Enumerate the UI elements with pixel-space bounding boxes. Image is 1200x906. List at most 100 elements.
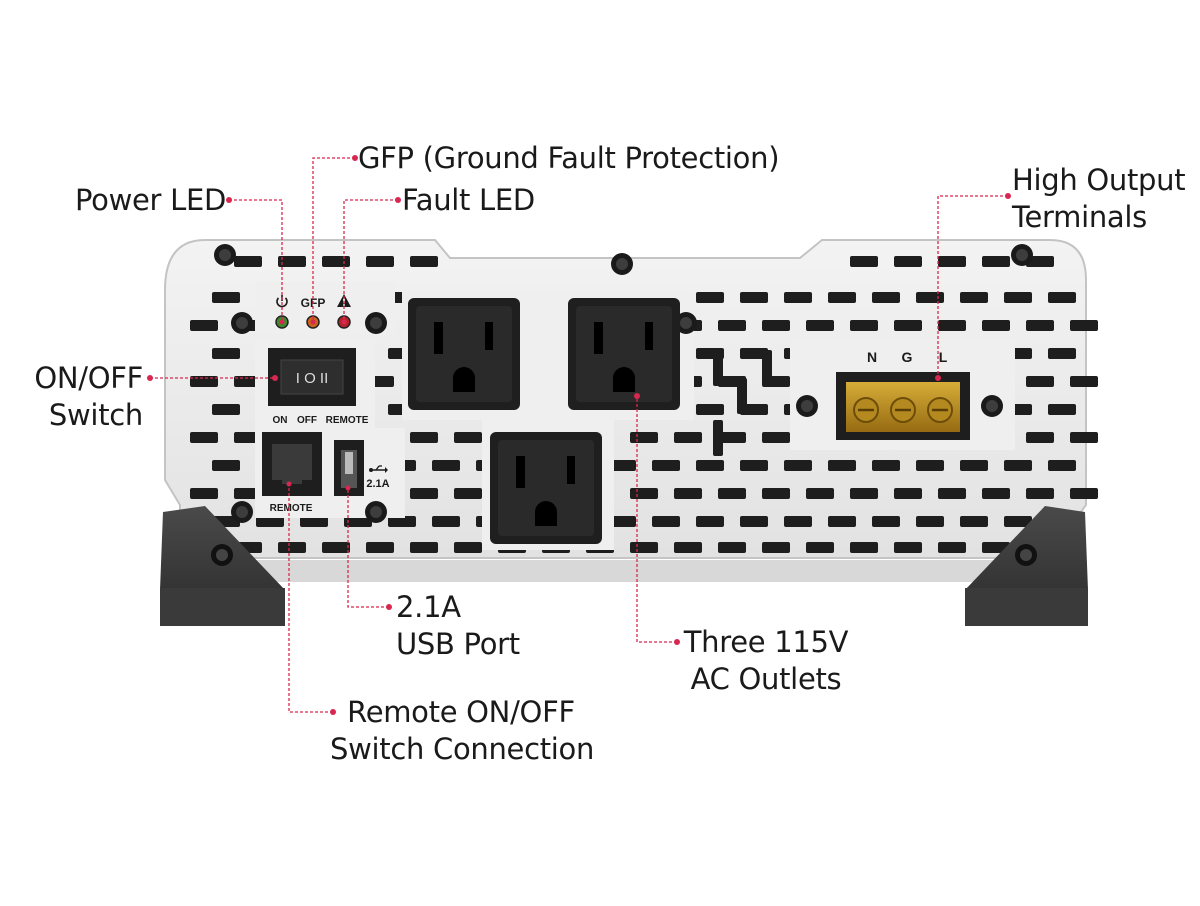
vent-slot bbox=[1026, 256, 1054, 267]
vent-slot bbox=[762, 488, 790, 499]
outlet-slot-neutral bbox=[594, 322, 603, 354]
terminal-l-label: L bbox=[939, 349, 948, 365]
vent-slot bbox=[608, 460, 636, 471]
callout-high-output-line1: High Output bbox=[1012, 163, 1186, 197]
vent-slot bbox=[1026, 320, 1054, 331]
vent-slot bbox=[784, 516, 812, 527]
ac-outlet[interactable] bbox=[408, 298, 520, 410]
vent-slot bbox=[674, 542, 702, 553]
vent-slot bbox=[762, 320, 790, 331]
vent-slot bbox=[718, 432, 746, 443]
vent-slot bbox=[872, 516, 900, 527]
vent-slot bbox=[916, 460, 944, 471]
outlet-slot-neutral bbox=[516, 456, 525, 488]
vent-slot bbox=[784, 292, 812, 303]
callout-on-off-line1: ON/OFF bbox=[34, 361, 143, 395]
vent-slot bbox=[1048, 348, 1076, 359]
vent-slot bbox=[322, 256, 350, 267]
screw-head bbox=[616, 258, 628, 270]
callout-on-off-line2: Switch bbox=[48, 398, 143, 432]
left-foot bbox=[160, 506, 285, 626]
vent-slot bbox=[938, 320, 966, 331]
vent-slot bbox=[410, 432, 438, 443]
vent-slot bbox=[278, 256, 306, 267]
outlet-ground-hole bbox=[453, 367, 475, 392]
vent-slot bbox=[1070, 488, 1098, 499]
terminal-g-label: G bbox=[902, 349, 913, 365]
high-output-terminal-block[interactable] bbox=[836, 372, 970, 440]
vent-slot bbox=[806, 542, 834, 553]
leader-dots bbox=[147, 155, 1011, 715]
callout-power-led-text: Power LED bbox=[74, 183, 226, 217]
vent-slot bbox=[806, 320, 834, 331]
ac-outlet[interactable] bbox=[490, 432, 602, 544]
outlet-slot-hot bbox=[645, 322, 653, 350]
vent-slot bbox=[1070, 432, 1098, 443]
vent-slot bbox=[652, 460, 680, 471]
vent-slot bbox=[960, 292, 988, 303]
vent-slot bbox=[696, 404, 724, 415]
vent-slot bbox=[212, 460, 240, 471]
vent-slot bbox=[1048, 292, 1076, 303]
vent-slot bbox=[828, 292, 856, 303]
leader-remote bbox=[288, 484, 333, 713]
outlet-ground-hole bbox=[613, 367, 635, 392]
vent-slot bbox=[894, 256, 922, 267]
vent-slot bbox=[256, 516, 284, 527]
remote-port[interactable] bbox=[262, 432, 322, 496]
vent-slot bbox=[696, 516, 724, 527]
screw-head bbox=[370, 506, 382, 518]
usb-rating-label: 2.1A bbox=[366, 478, 389, 490]
vent-slot bbox=[718, 488, 746, 499]
vent-slot bbox=[916, 516, 944, 527]
vent-slot bbox=[740, 292, 768, 303]
vent-slot bbox=[916, 292, 944, 303]
vent-slot bbox=[982, 320, 1010, 331]
callout-high-output: High Output Terminals bbox=[1012, 162, 1186, 236]
usb-icon bbox=[369, 465, 388, 473]
vent-slot bbox=[872, 292, 900, 303]
vent-slot bbox=[960, 516, 988, 527]
callout-power-led: Power LED bbox=[50, 182, 226, 219]
vent-slot bbox=[894, 488, 922, 499]
vent-slot bbox=[938, 256, 966, 267]
vent-slot bbox=[432, 516, 460, 527]
callout-gfp: GFP (Ground Fault Protection) bbox=[358, 140, 780, 177]
outlet-ground-hole bbox=[535, 501, 557, 526]
screw-head bbox=[1016, 249, 1028, 261]
switch-off-label: OFF bbox=[297, 415, 317, 426]
vent-slot bbox=[212, 348, 240, 359]
remote-port-label: REMOTE bbox=[270, 503, 313, 514]
vent-slot bbox=[828, 460, 856, 471]
vent-slot bbox=[850, 542, 878, 553]
leader-ac-outlets bbox=[636, 396, 677, 643]
callout-remote-line2: Switch Connection bbox=[330, 732, 595, 766]
vent-slot bbox=[190, 432, 218, 443]
vent-slot bbox=[190, 488, 218, 499]
screw-head bbox=[801, 400, 813, 412]
rocker-symbols: I O II bbox=[296, 370, 329, 387]
vent-slot bbox=[762, 432, 790, 443]
switch-on-label: ON bbox=[273, 415, 288, 426]
callout-remote: Remote ON/OFF Switch Connection bbox=[330, 694, 595, 768]
vent-slot bbox=[212, 292, 240, 303]
callout-usb: 2.1A USB Port bbox=[396, 589, 520, 663]
ac-outlet[interactable] bbox=[568, 298, 680, 410]
leader-power-led bbox=[229, 199, 283, 322]
right-foot bbox=[965, 506, 1088, 626]
vent-slot bbox=[454, 542, 482, 553]
on-off-rocker-switch[interactable]: I O II bbox=[268, 348, 356, 406]
vent-slot bbox=[410, 256, 438, 267]
vent-slot bbox=[630, 488, 658, 499]
vent-slot bbox=[630, 542, 658, 553]
outlet-slot-hot bbox=[485, 322, 493, 350]
vent-slot bbox=[388, 516, 416, 527]
vent-slot bbox=[982, 488, 1010, 499]
vent-slot bbox=[784, 460, 812, 471]
vent-slot bbox=[718, 542, 746, 553]
vent-slot bbox=[872, 460, 900, 471]
vent-slot bbox=[938, 488, 966, 499]
vent-slot bbox=[1026, 432, 1054, 443]
vent-slot bbox=[938, 542, 966, 553]
